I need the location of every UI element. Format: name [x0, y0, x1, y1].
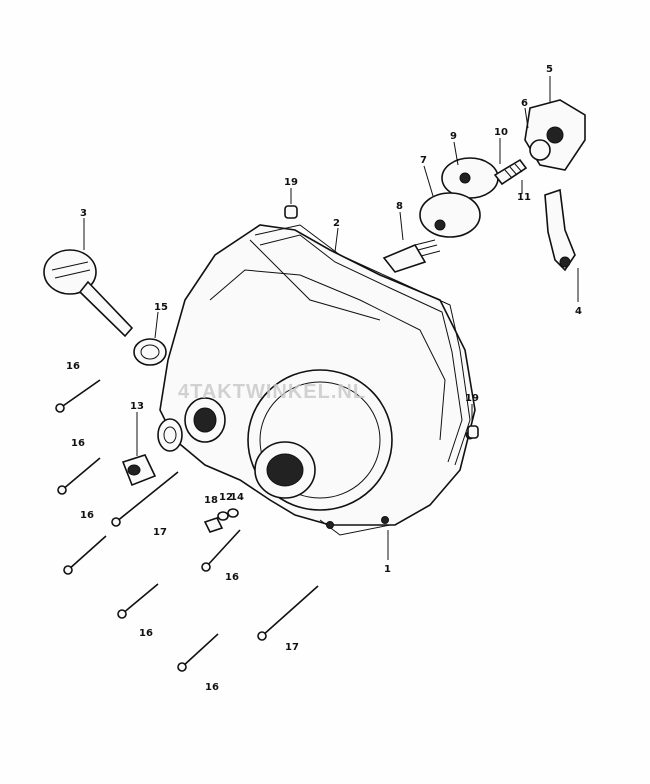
- callout-18: 18: [204, 495, 218, 506]
- spring-washer: [227, 508, 239, 518]
- callout-17-a: 17: [153, 527, 167, 538]
- callout-10: 10: [494, 127, 508, 138]
- o-ring: [133, 338, 167, 366]
- callout-labels: 1 2 3 4 5 6 7 8 9 10 11 12 13 14 15 16 1…: [66, 64, 582, 693]
- adjuster-plate: [419, 192, 481, 238]
- adjuster-bolt: [382, 239, 441, 273]
- callout-6: 6: [521, 98, 528, 109]
- clutch-lifter-plate: [524, 99, 586, 171]
- callout-19-a: 19: [284, 177, 298, 188]
- callout-13: 13: [130, 401, 144, 412]
- callout-2: 2: [333, 218, 340, 229]
- bolt-16-a: [55, 379, 101, 413]
- callout-7: 7: [420, 155, 427, 166]
- callout-9: 9: [450, 131, 457, 142]
- callout-12: 12: [219, 492, 233, 503]
- washer: [217, 511, 229, 521]
- spacer: [121, 454, 157, 487]
- dowel-pin-top: [284, 205, 298, 219]
- bolt-17-a: [111, 471, 179, 527]
- watermark: 4TAKTWINKEL.NL: [178, 381, 366, 403]
- bolt-16-d: [201, 529, 241, 572]
- callout-16-b: 16: [71, 438, 85, 449]
- cover-gasket: [254, 224, 471, 466]
- bolt-17-b: [257, 585, 319, 641]
- bolt-16-f: [177, 633, 219, 672]
- nut: [203, 517, 224, 533]
- callout-3: 3: [80, 208, 87, 219]
- adjuster-screw: [493, 158, 528, 186]
- callout-16-a: 16: [66, 361, 80, 372]
- callout-16-d: 16: [225, 572, 239, 583]
- bolt-16-e: [117, 583, 159, 619]
- bolt-16-c: [63, 535, 107, 575]
- bolt-16-b: [57, 457, 101, 495]
- callout-19-b: 19: [465, 393, 479, 404]
- clutch-lever-arm: [544, 188, 576, 272]
- callout-16-c: 16: [80, 510, 94, 521]
- crankcase-cover: [157, 224, 476, 536]
- callout-8: 8: [396, 201, 403, 212]
- dowel-pin-right: [467, 425, 479, 439]
- callout-4: 4: [575, 306, 582, 317]
- callout-15: 15: [154, 302, 168, 313]
- oil-filler-cap: [43, 249, 134, 338]
- callout-1: 1: [384, 564, 391, 575]
- callout-14: 14: [230, 492, 244, 503]
- clutch-cam-plate: [441, 157, 499, 199]
- callout-11: 11: [517, 192, 531, 203]
- callout-5: 5: [546, 64, 553, 75]
- callout-17-b: 17: [285, 642, 299, 653]
- callout-16-e: 16: [139, 628, 153, 639]
- leader-lines: [83, 76, 579, 560]
- callout-16-f: 16: [205, 682, 219, 693]
